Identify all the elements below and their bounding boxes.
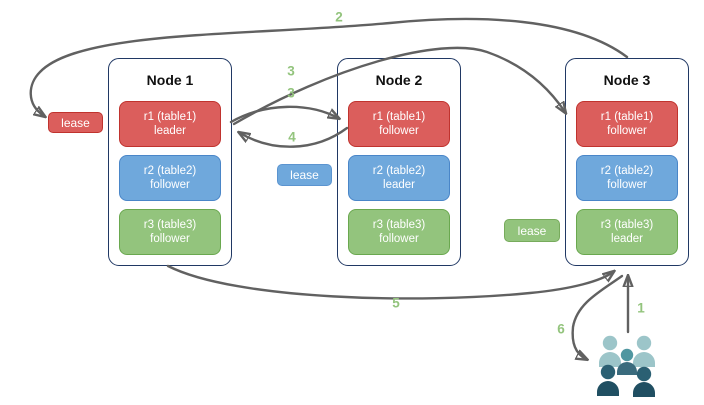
replica-name: r1 (table1) [143, 111, 197, 123]
arrow-label-3b: 3 [287, 85, 295, 101]
replica-name: r1 (table1) [600, 111, 654, 123]
arrow-label-1: 1 [637, 300, 645, 316]
arrow-label-4: 4 [288, 129, 296, 145]
node-3: Node 3 r1 (table1) follower r2 (table2) … [565, 58, 689, 266]
lease-badge-table3: lease [504, 219, 560, 242]
replica-role: follower [379, 125, 419, 137]
node-2: Node 2 r1 (table1) follower r2 (table2) … [337, 58, 461, 266]
replica-role: follower [150, 233, 190, 245]
node3-replica-r3-table3: r3 (table3) leader [576, 209, 678, 255]
arrow-5-node1-to-node3 [166, 264, 613, 300]
replica-role: follower [607, 179, 647, 191]
replica-name: r3 (table3) [372, 219, 426, 231]
replica-role: leader [383, 179, 415, 191]
node2-replica-r2-table2: r2 (table2) leader [348, 155, 450, 201]
arrow-3-node1-leader-to-node2-follower [229, 105, 338, 124]
lease-badge-table2: lease [277, 164, 332, 186]
node1-replica-r1-table1: r1 (table1) leader [119, 101, 221, 147]
users-group-icon [597, 335, 655, 397]
replica-name: r3 (table3) [600, 219, 654, 231]
node3-replica-r2-table2: r2 (table2) follower [576, 155, 678, 201]
node2-replica-r3-table3: r3 (table3) follower [348, 209, 450, 255]
replica-role: leader [154, 125, 186, 137]
replica-role: leader [611, 233, 643, 245]
node1-replica-r2-table2: r2 (table2) follower [119, 155, 221, 201]
replica-name: r2 (table2) [143, 165, 197, 177]
node-2-title: Node 2 [375, 72, 423, 88]
node-1: Node 1 r1 (table1) leader r2 (table2) fo… [108, 58, 232, 266]
node1-replica-r3-table3: r3 (table3) follower [119, 209, 221, 255]
replica-name: r3 (table3) [143, 219, 197, 231]
node3-replica-r1-table1: r1 (table1) follower [576, 101, 678, 147]
arrow-label-3a: 3 [287, 63, 295, 79]
replica-role: follower [607, 125, 647, 137]
node-1-title: Node 1 [146, 72, 194, 88]
node2-replica-r1-table1: r1 (table1) follower [348, 101, 450, 147]
replica-name: r1 (table1) [372, 111, 426, 123]
replica-name: r2 (table2) [372, 165, 426, 177]
replica-name: r2 (table2) [600, 165, 654, 177]
arrow-label-6: 6 [557, 321, 565, 337]
replica-role: follower [379, 233, 419, 245]
arrow-label-5: 5 [392, 295, 400, 311]
node-3-title: Node 3 [603, 72, 651, 88]
arrow-label-2: 2 [335, 9, 343, 25]
lease-badge-table1: lease [48, 112, 103, 133]
replica-role: follower [150, 179, 190, 191]
